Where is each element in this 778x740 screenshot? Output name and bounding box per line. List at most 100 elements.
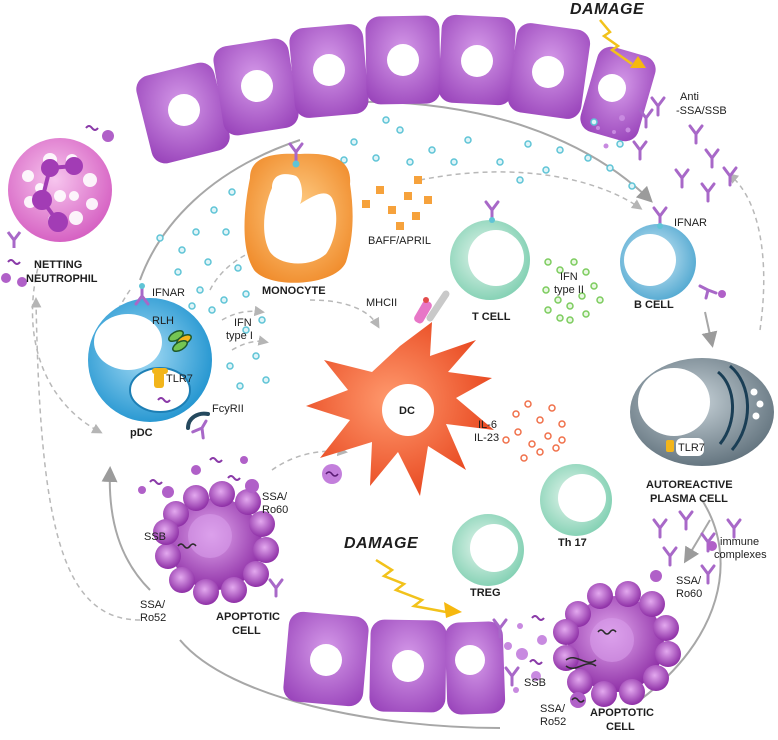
cytokine-dot xyxy=(242,326,250,334)
cytokine-dot xyxy=(558,420,566,428)
plasma-cell-label-line2: PLASMA CELL xyxy=(650,493,728,505)
cytokine-dot xyxy=(542,286,550,294)
ssb-left-label: SSB xyxy=(144,531,166,543)
ssa-ro52-left-label-line1: SSA/ xyxy=(140,599,166,611)
cytokine-dot xyxy=(524,400,532,408)
cytokine-dot xyxy=(450,158,458,166)
apoptotic-cell-right xyxy=(553,581,681,708)
cytokine-dot xyxy=(382,116,390,124)
epithelium-top xyxy=(136,14,656,164)
cytokine-dot xyxy=(236,382,244,390)
cytokine-dot xyxy=(210,206,218,214)
cytokine-dot xyxy=(596,296,604,304)
cytokine-dot xyxy=(524,140,532,148)
il23-label: IL-23 xyxy=(474,432,499,444)
ssa-ro60-left-label-line1: SSA/ xyxy=(262,491,288,503)
ssa-ro60-right-label-line1: SSA/ xyxy=(676,575,702,587)
cytokine-dot xyxy=(496,158,504,166)
il6-label: IL-6 xyxy=(478,419,497,431)
t-cell-label: T CELL xyxy=(472,311,511,323)
cytokine-dot xyxy=(556,266,564,274)
cytokine-dot xyxy=(536,448,544,456)
cytokine-dot xyxy=(222,228,230,236)
cytokine-dot xyxy=(464,136,472,144)
ifn-type-ii-label-line1: IFN xyxy=(560,271,578,283)
cytokine-dot xyxy=(204,258,212,266)
cytokine-dot xyxy=(544,258,552,266)
cytokine-dot xyxy=(220,296,228,304)
treg-cell xyxy=(452,514,524,586)
ifnar-b-cell-label: IFNAR xyxy=(674,217,707,229)
damage-label-bottom: DAMAGE xyxy=(344,535,419,552)
ifn-type-ii-dots xyxy=(542,258,604,324)
ifn-type-i-dots xyxy=(156,116,636,390)
cytokine-dot xyxy=(502,436,510,444)
th17-label: Th 17 xyxy=(558,537,587,549)
cytokine-dot xyxy=(406,158,414,166)
damage-label-top: DAMAGE xyxy=(570,1,645,18)
ssa-ro60-left-label-line2: Ro60 xyxy=(262,504,288,516)
cytokine-dot xyxy=(512,410,520,418)
debris-top xyxy=(596,115,631,149)
cytokine-dot xyxy=(590,118,598,126)
cytokine-dot xyxy=(552,444,560,452)
pdc-label: pDC xyxy=(130,427,153,439)
fcyrii-label: FcyRII xyxy=(212,403,244,415)
baff-april-label: BAFF/APRIL xyxy=(368,235,431,247)
ssa-ro52-right-label-line1: SSA/ xyxy=(540,703,566,715)
ifnar-pdc-label: IFNAR xyxy=(152,287,185,299)
dc-label: DC xyxy=(399,405,415,417)
cytokine-dot xyxy=(558,436,566,444)
baff-april-squares xyxy=(362,176,432,230)
cytokine-dot xyxy=(582,268,590,276)
cytokine-dot xyxy=(544,432,552,440)
ssa-ro52-left-label-line2: Ro52 xyxy=(140,612,166,624)
tlr7-plasma-label: TLR7 xyxy=(678,442,705,454)
cytokine-dot xyxy=(616,140,624,148)
cytokine-dot xyxy=(542,166,550,174)
cytokine-dot xyxy=(548,404,556,412)
cytokine-dot xyxy=(606,164,614,172)
cytokine-dot xyxy=(556,146,564,154)
anti-ssa-ssb-label-line1: Anti xyxy=(680,91,699,103)
cytokine-dot xyxy=(396,126,404,134)
apoptotic-cell-left xyxy=(138,456,284,605)
cytokine-dot xyxy=(350,138,358,146)
th17-cell xyxy=(540,464,612,536)
epithelium-bottom xyxy=(283,611,506,715)
cytokine-dot xyxy=(544,306,552,314)
apoptotic-cell-right-label-line2: CELL xyxy=(606,721,635,733)
cytokine-dot xyxy=(514,428,522,436)
ifn-type-ii-label-line2: type II xyxy=(554,284,584,296)
cytokine-dot xyxy=(258,316,266,324)
damage-bolt-bottom xyxy=(375,558,462,618)
cytokine-dot xyxy=(428,146,436,154)
immune-complex xyxy=(707,541,717,551)
cytokine-dot xyxy=(566,302,574,310)
ifn-type-i-label-line2: type I xyxy=(226,330,253,342)
plasmacytoid-dendritic-cell xyxy=(88,283,212,440)
cytokine-dot xyxy=(340,156,348,164)
immune-complex xyxy=(650,570,662,582)
cytokine-dot xyxy=(372,154,380,162)
cytokine-dot xyxy=(584,154,592,162)
cytokine-dot xyxy=(252,352,260,360)
cytokine-dot xyxy=(556,314,564,322)
dendritic-cell xyxy=(306,322,494,496)
cytokine-dot xyxy=(178,246,186,254)
immune-complexes-label-line1: immune xyxy=(720,536,759,548)
ssa-ro52-right-label-line2: Ro52 xyxy=(540,716,566,728)
cytokine-dot xyxy=(628,182,636,190)
cytokine-dot xyxy=(192,228,200,236)
cytokine-dot xyxy=(188,302,196,310)
netting-neutrophil-label-line2: NEUTROPHIL xyxy=(26,273,98,285)
cytokine-dot xyxy=(578,292,586,300)
cytokine-dot xyxy=(520,454,528,462)
netting-neutrophil xyxy=(1,125,114,287)
cytokine-dot xyxy=(554,296,562,304)
ssb-right-label: SSB xyxy=(524,677,546,689)
cytokine-dot xyxy=(156,234,164,242)
cytokine-dot xyxy=(590,282,598,290)
